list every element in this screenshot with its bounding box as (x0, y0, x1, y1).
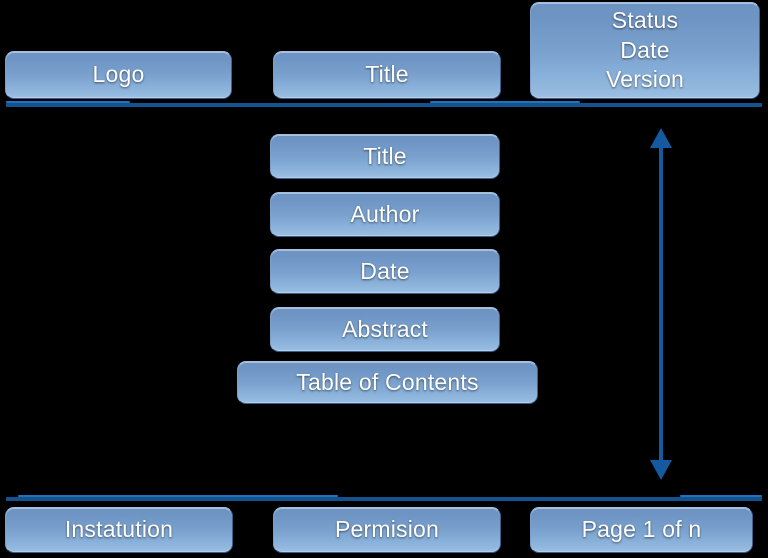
header-divider-highlight-left (6, 101, 130, 103)
body-item-toc-label: Table of Contents (296, 368, 479, 395)
footer-permission-label: Permision (334, 516, 440, 543)
body-item-abstract-box[interactable]: Abstract (270, 307, 500, 352)
footer-institution-box[interactable]: Instatution (5, 507, 233, 553)
header-meta-box[interactable]: Status Date Version (530, 2, 760, 99)
footer-institution-label: Instatution (64, 516, 174, 543)
body-extent-arrow (645, 128, 677, 480)
footer-divider-highlight-left (18, 495, 338, 497)
header-title-box[interactable]: Title (273, 51, 501, 99)
footer-divider-highlight-right (680, 495, 762, 497)
header-logo-box[interactable]: Logo (5, 51, 232, 99)
footer-divider-rule (6, 497, 762, 501)
header-meta-label: Status Date Version (605, 6, 685, 93)
body-item-date-label: Date (360, 257, 410, 284)
arrow-shaft (659, 144, 663, 464)
arrow-head-down-icon (650, 460, 672, 480)
header-divider-rule (6, 103, 762, 107)
footer-permission-box[interactable]: Permision (273, 507, 501, 553)
body-item-toc-box[interactable]: Table of Contents (237, 361, 538, 404)
header-title-label: Title (365, 61, 409, 88)
header-logo-label: Logo (92, 61, 145, 88)
body-item-title-label: Title (363, 142, 407, 169)
body-item-author-box[interactable]: Author (270, 192, 500, 237)
header-divider-highlight-mid (430, 101, 580, 103)
footer-page-label: Page 1 of n (581, 516, 702, 543)
body-item-author-label: Author (350, 200, 420, 227)
body-item-date-box[interactable]: Date (270, 249, 500, 294)
body-item-abstract-label: Abstract (342, 315, 428, 342)
footer-page-box[interactable]: Page 1 of n (530, 507, 753, 553)
body-item-title-box[interactable]: Title (270, 134, 500, 179)
arrow-head-up-icon (650, 128, 672, 148)
